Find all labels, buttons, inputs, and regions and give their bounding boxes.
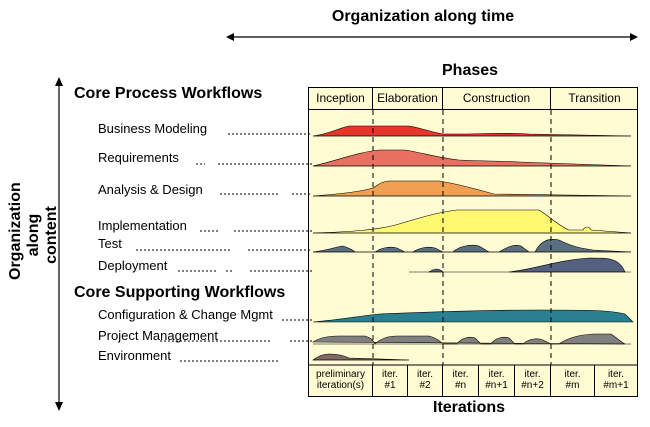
phase-inception: Inception — [309, 88, 373, 110]
content-arrow-bottom-head — [55, 402, 63, 411]
workflow-label-configuration: Configuration & Change Mgmt — [98, 307, 273, 322]
iteration-n-plus-1: iter.#n+1 — [479, 365, 515, 396]
workflow-baselines — [313, 135, 631, 361]
workflow-label-business-modeling: Business Modeling — [98, 121, 208, 136]
analysis-design-hump — [312, 180, 632, 197]
phase-elaboration: Elaboration — [373, 88, 443, 110]
business-modeling-hump — [312, 125, 632, 137]
iteration-n: iter.#n — [443, 365, 479, 396]
phases-title: Phases — [442, 62, 499, 79]
workflow-label-requirements: Requirements — [98, 150, 179, 165]
workflow-label-implementation: Implementation — [98, 218, 187, 233]
iteration-m: iter.#m — [551, 365, 595, 396]
phase-separators — [372, 110, 552, 365]
configuration-hump — [312, 309, 634, 323]
workflow-chart: Inception Elaboration Construction Trans… — [308, 87, 638, 397]
requirements-hump — [312, 149, 632, 167]
iteration-1: iter.#1 — [373, 365, 408, 396]
workflow-label-environment: Environment — [98, 348, 171, 363]
workflow-humps — [309, 110, 637, 366]
phase-construction: Construction — [443, 88, 551, 110]
workflow-label-analysis-design: Analysis & Design — [98, 182, 203, 197]
project-management-hump — [312, 333, 626, 345]
content-arrow-top-head — [55, 77, 63, 86]
core-process-title: Core Process Workflows — [74, 85, 263, 102]
iteration-m-plus-1: iter.#m+1 — [603, 369, 629, 391]
iterations-title: Iterations — [433, 399, 506, 416]
phase-transition: Transition — [551, 88, 638, 110]
time-arrow-right-head — [630, 33, 638, 41]
time-arrow-left-head — [226, 33, 234, 41]
environment-hump — [312, 353, 410, 361]
iteration-n-plus-2: iter.#n+2 — [515, 365, 551, 396]
core-supporting-title: Core Supporting Workflows — [74, 284, 286, 301]
time-axis-title: Organization along time — [331, 8, 515, 25]
workflow-label-test: Test — [98, 236, 122, 251]
workflow-label-project-management: Project Management — [98, 328, 218, 343]
workflow-label-deployment: Deployment — [98, 258, 168, 273]
iteration-2: iter.#2 — [408, 365, 443, 396]
